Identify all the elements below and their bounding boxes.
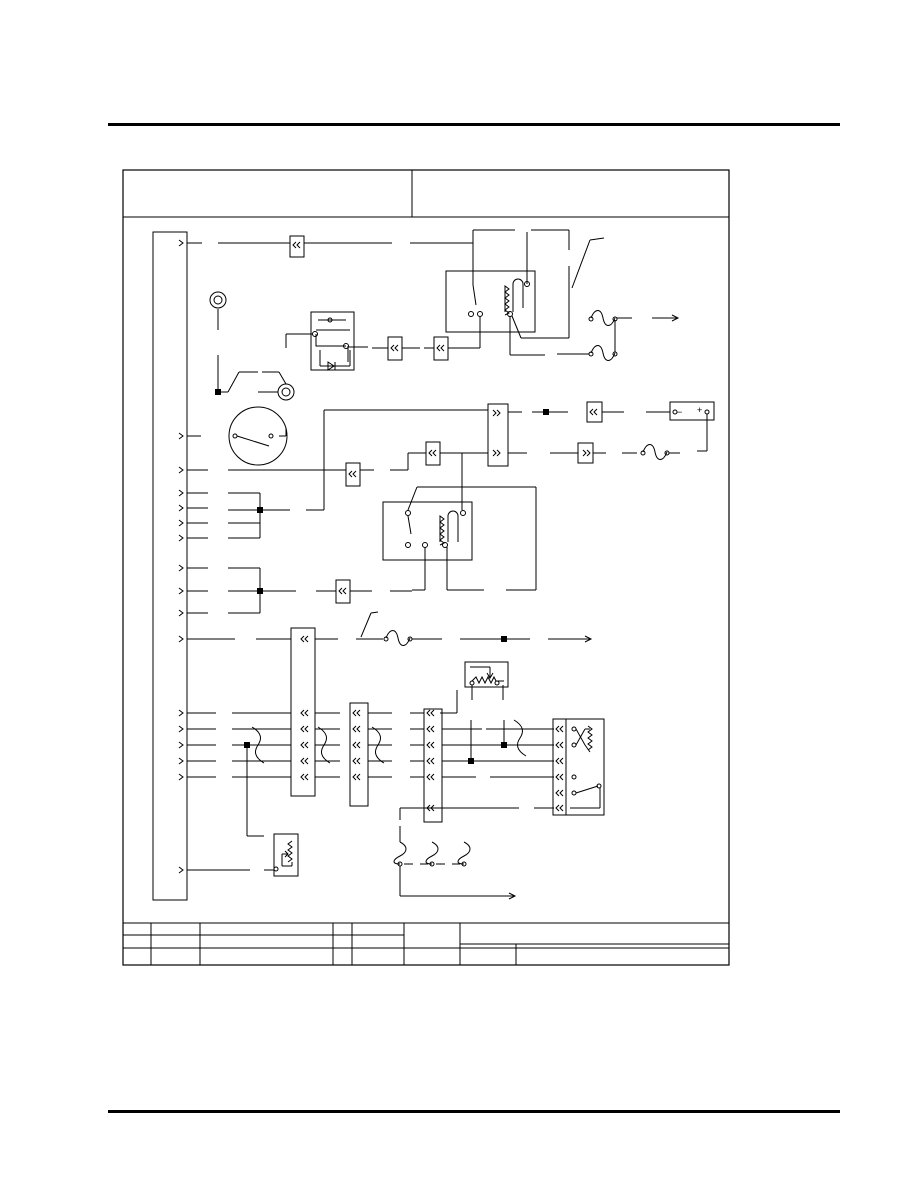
battery-icon: − + <box>669 401 715 421</box>
rotary-switch <box>187 406 288 466</box>
pin-marks-1 <box>300 709 309 781</box>
connector-pin-panel <box>152 231 188 901</box>
relay-1 <box>445 232 545 356</box>
title-block-bottom <box>123 922 729 965</box>
heater-switch <box>285 311 480 371</box>
bottom-rule <box>108 1110 840 1113</box>
fan-2-icon <box>317 726 331 764</box>
fan-section <box>187 702 554 837</box>
battery-minus-label: − <box>677 407 682 417</box>
relay-2 <box>187 441 537 591</box>
battery-circuit: − + <box>306 401 715 511</box>
fuse-bank <box>393 826 517 900</box>
fan-4-icon <box>513 719 527 757</box>
fan-3-icon <box>371 726 385 764</box>
fuse-top-right <box>588 310 680 326</box>
panel-wires <box>187 492 412 614</box>
fan-1-icon <box>251 726 265 764</box>
inline-connector <box>289 235 305 258</box>
top-circuit <box>187 229 605 339</box>
lamp-2 <box>215 355 295 401</box>
lamp-1 <box>209 291 227 330</box>
potentiometer-2 <box>187 833 299 877</box>
control-module <box>552 718 605 816</box>
fuse-line <box>187 611 593 797</box>
frame <box>122 169 730 966</box>
top-rule <box>108 123 840 126</box>
fuse-mid-right <box>557 320 618 361</box>
battery-plus-label: + <box>697 405 702 415</box>
pin-arrows <box>178 239 184 874</box>
potentiometer-1 <box>440 661 509 714</box>
